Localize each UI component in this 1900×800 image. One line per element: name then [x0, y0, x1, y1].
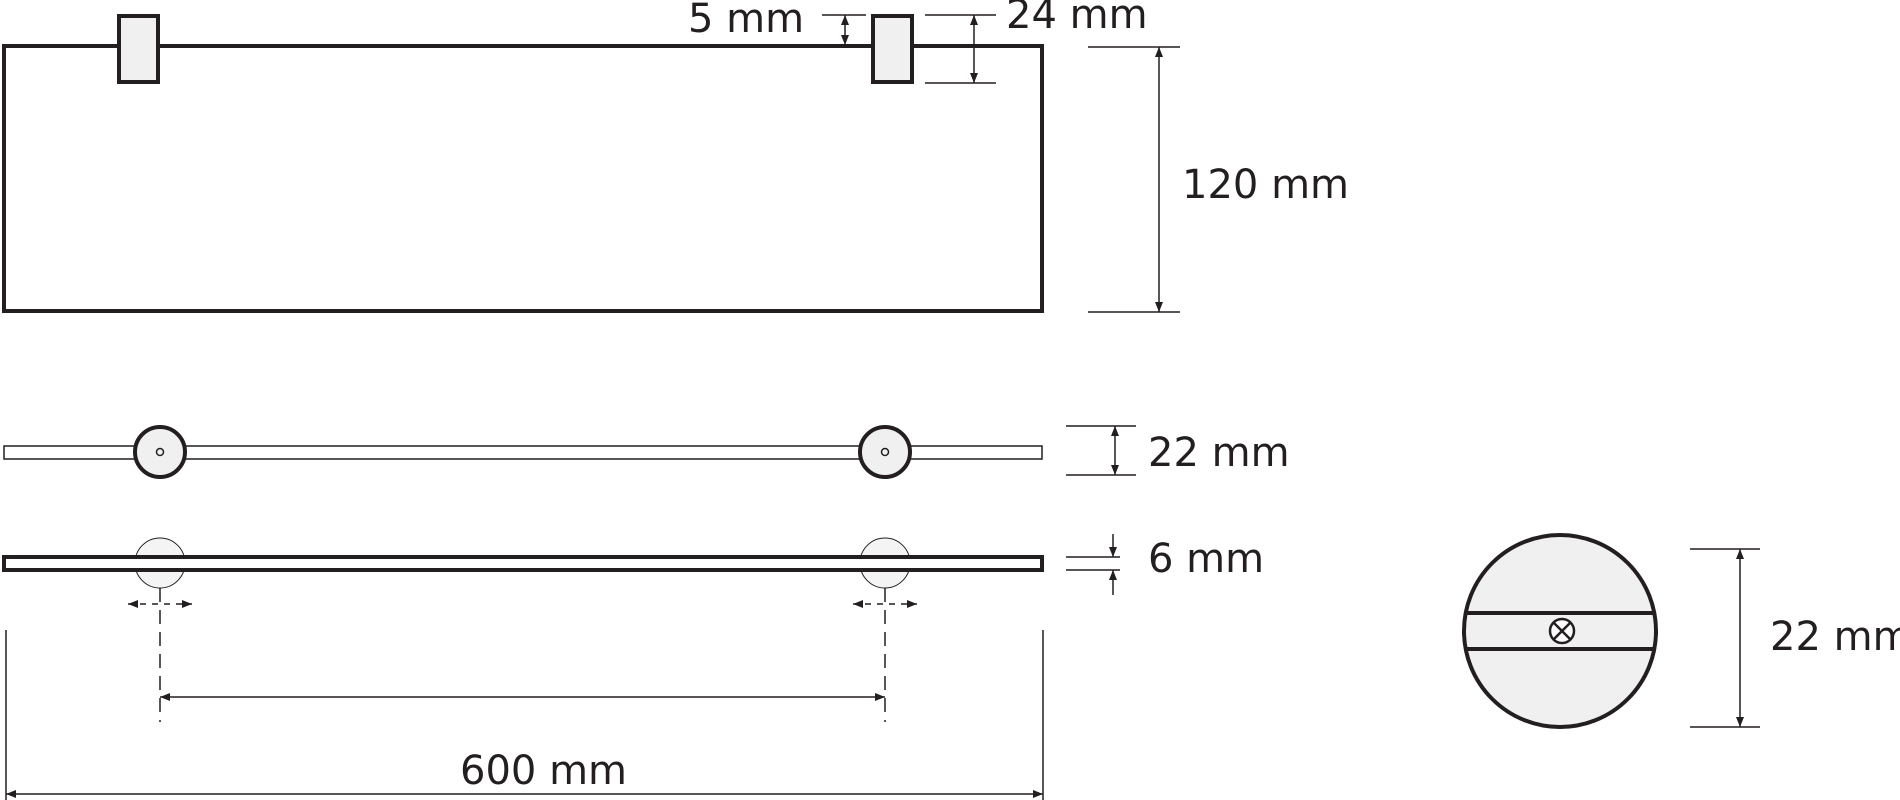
- bracket-front-left: [133, 425, 187, 479]
- dim-label-bracket-height: 24 mm: [1006, 0, 1148, 38]
- bracket-right: [871, 14, 914, 84]
- side-view: [2, 537, 1044, 589]
- screw-dot-icon: [155, 447, 165, 457]
- top-view: [2, 14, 1044, 313]
- shelf-top-outline: [2, 44, 1044, 313]
- dim-bracket-diameter: 22 mm: [1066, 425, 1290, 476]
- shelf-front-edge: [3, 445, 1043, 460]
- glass-edge: [2, 555, 1044, 572]
- screw-dot-icon: [880, 447, 890, 457]
- screw-head-icon: [1548, 617, 1576, 645]
- bracket-left: [117, 14, 160, 84]
- dim-label-bracket-diameter: 22 mm: [1148, 430, 1290, 476]
- dim-bracket-offset: 5 mm: [688, 0, 866, 46]
- dim-label-shelf-width: 600 mm: [460, 748, 627, 794]
- dim-label-bracket-offset: 5 mm: [688, 0, 804, 42]
- bracket-detail: [1462, 533, 1658, 729]
- dim-shelf-depth: 120 mm: [1088, 46, 1349, 313]
- dim-label-shelf-depth: 120 mm: [1182, 162, 1349, 208]
- bracket-front-right: [858, 425, 912, 479]
- dim-detail-diameter: 22 mm: [1690, 548, 1900, 728]
- dim-shelf-width: 600 mm: [5, 630, 1044, 800]
- dim-label-glass-thickness: 6 mm: [1148, 536, 1264, 582]
- dim-bracket-height: 24 mm: [925, 0, 1148, 84]
- dim-glass-thickness: 6 mm: [1066, 534, 1264, 595]
- hole-spacing-marks: [128, 588, 917, 722]
- dim-label-detail-diameter: 22 mm: [1770, 614, 1900, 660]
- front-view: [3, 425, 1043, 479]
